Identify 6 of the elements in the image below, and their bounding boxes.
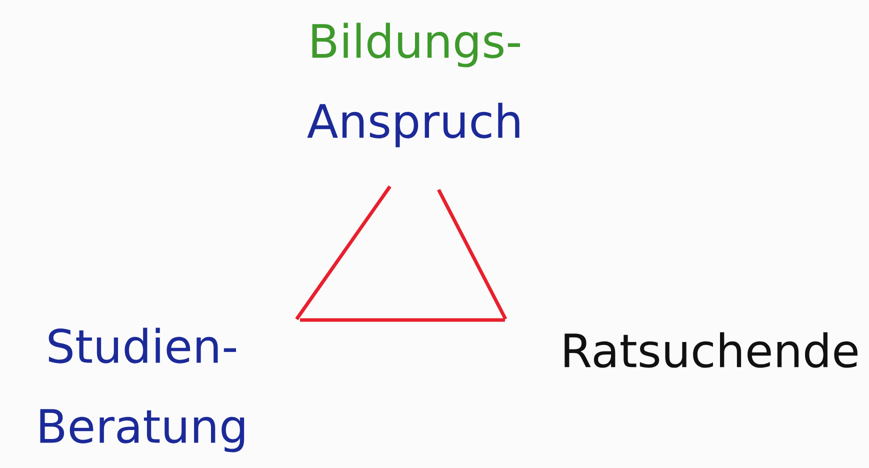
triangle-side	[437, 188, 508, 320]
concept-label: Studien- Beratung	[40, 328, 244, 452]
triangle-side	[295, 185, 392, 320]
concept-label: Ratsuchende	[564, 332, 858, 368]
concept-label: Bildungs- Anspruch	[307, 22, 520, 148]
triangle-side	[300, 318, 505, 322]
